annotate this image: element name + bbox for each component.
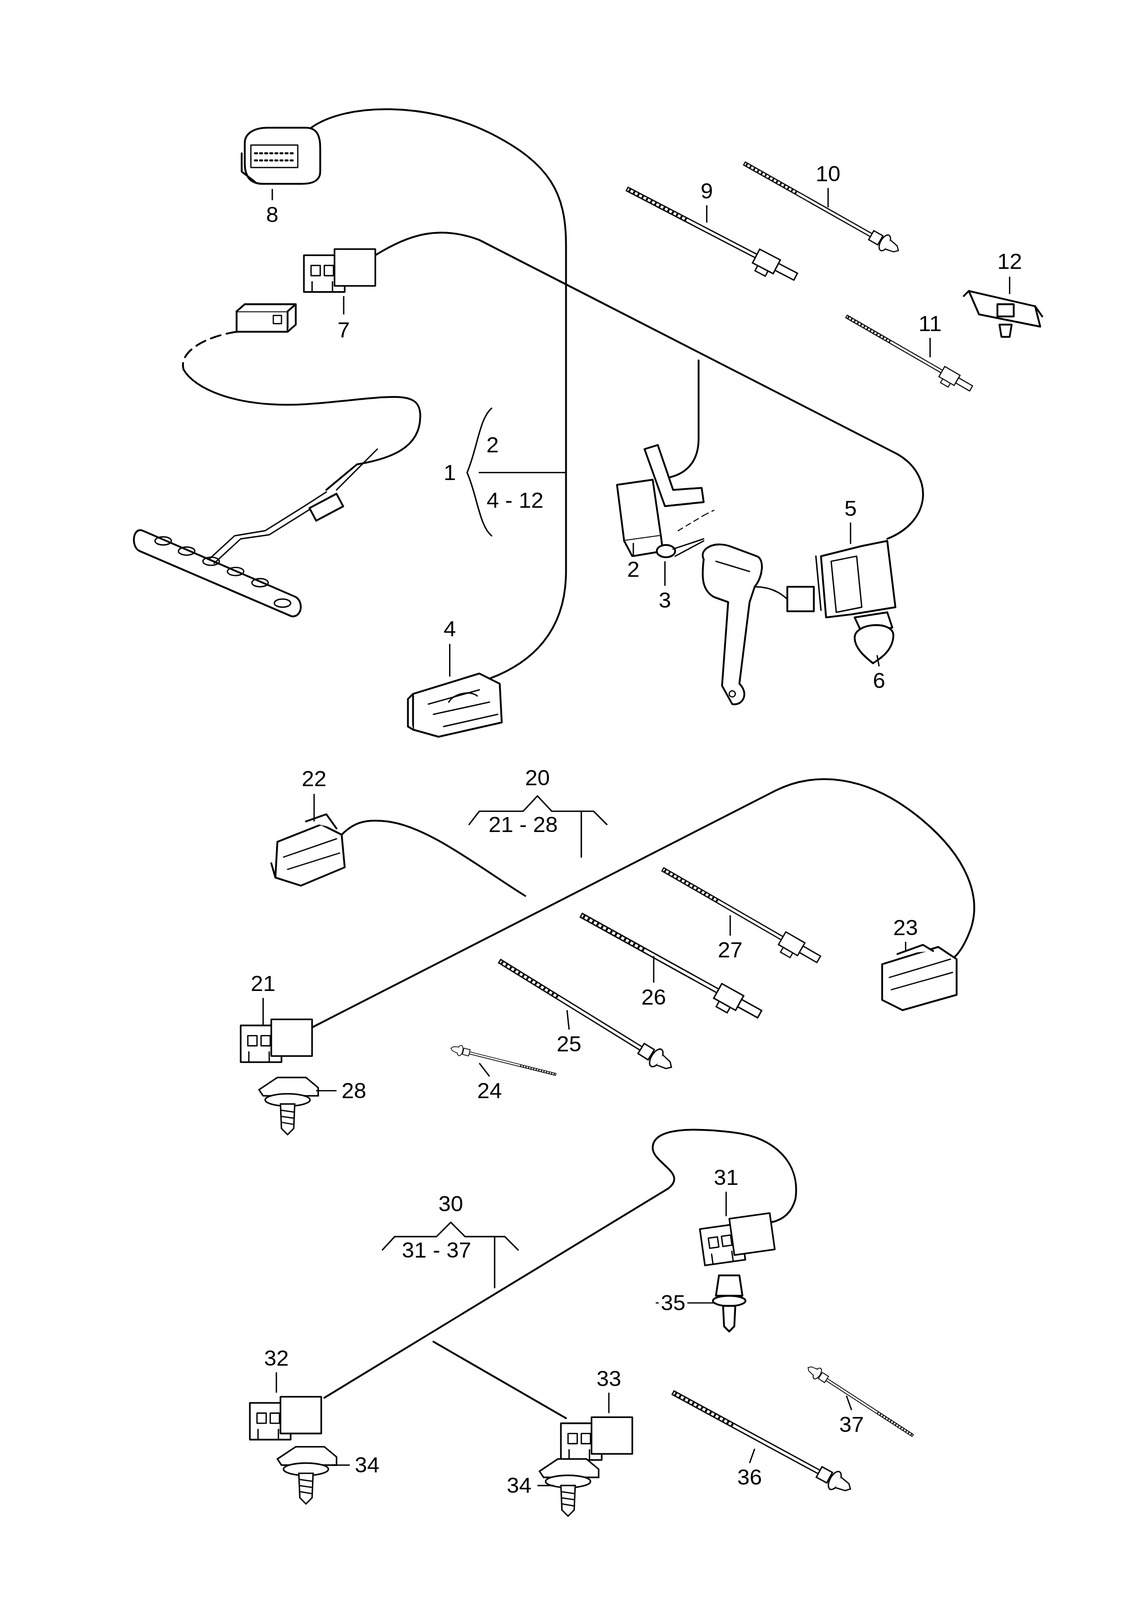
callout-number: 1 [441, 459, 458, 485]
callout-number: 25 [554, 1031, 584, 1056]
callout-number: 3 [656, 587, 673, 612]
callout-number: 9 [698, 178, 715, 203]
callout-number: 21 [248, 971, 278, 996]
callout-number: 34 [352, 1452, 382, 1477]
range-label: 21 - 28 [486, 811, 560, 836]
callout-number: 20 [523, 765, 552, 790]
callout-number: 22 [300, 765, 329, 791]
callout-number: 32 [261, 1345, 291, 1370]
callout-number: 2 [625, 557, 642, 582]
callout-number: 34 [504, 1472, 534, 1497]
callout-number: 27 [716, 937, 745, 962]
callout-number: 30 [436, 1191, 466, 1216]
range-label: 4 - 12 [484, 487, 546, 512]
callout-number: 35 [658, 1290, 688, 1315]
callout-number: 31 [711, 1165, 741, 1190]
callout-number: 36 [735, 1464, 765, 1489]
callout-number: 24 [475, 1078, 504, 1103]
callout-number: 23 [891, 914, 920, 939]
callout-number: 7 [335, 317, 352, 342]
callout-number: 10 [814, 161, 843, 186]
callout-number: 28 [339, 1078, 369, 1103]
callout-number: 12 [995, 249, 1024, 274]
callout-number: 11 [916, 311, 944, 336]
callout-number: 2 [484, 432, 501, 457]
callout-number: 26 [639, 984, 669, 1009]
range-label: 31 - 37 [400, 1237, 474, 1262]
callout-number: 4 [441, 616, 458, 641]
callout-number: 8 [264, 202, 281, 227]
callout-number: 6 [871, 668, 888, 693]
callout-number: 5 [842, 495, 859, 520]
callout-number: 37 [837, 1411, 866, 1436]
leader-lines [263, 187, 1010, 1486]
callout-number: 33 [594, 1365, 624, 1390]
